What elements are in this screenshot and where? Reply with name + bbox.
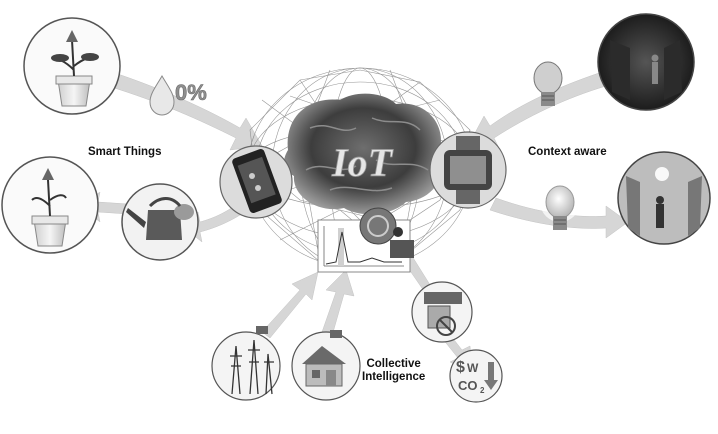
water-level: 0% xyxy=(175,80,207,105)
brain-image xyxy=(284,93,443,215)
healthy-plant-circle xyxy=(23,17,121,115)
smartwatch-circle xyxy=(429,131,507,209)
smartphone-circle xyxy=(219,145,293,219)
appliances-circle xyxy=(411,281,473,343)
watt-symbol: W xyxy=(467,361,479,375)
wilted-plant-circle xyxy=(1,156,99,254)
co2-symbol: CO xyxy=(458,378,478,393)
co2-subscript: 2 xyxy=(480,386,485,395)
smart-things-label: Smart Things xyxy=(88,146,162,158)
collective-intelligence-label: Collective Intelligence xyxy=(362,358,425,384)
analyst-circle xyxy=(359,207,414,258)
down-arrow-icon xyxy=(484,362,498,390)
arrow-tower-up xyxy=(261,271,319,339)
iot-label: IoT xyxy=(331,140,394,185)
power-grid-circle xyxy=(211,326,281,401)
watering-can-circle xyxy=(121,183,199,261)
collective-line-1: Collective xyxy=(366,358,421,370)
bulb-off-icon xyxy=(533,61,563,106)
flow-arrows xyxy=(79,71,629,373)
savings-circle xyxy=(449,349,503,403)
water-drop-icon xyxy=(149,75,175,116)
dollar-symbol: $ xyxy=(456,359,465,376)
smart-home-circle xyxy=(291,330,361,401)
arrow-house-up xyxy=(321,269,355,337)
collective-line-2: Intelligence xyxy=(362,371,426,383)
bulb-on-icon xyxy=(540,182,580,230)
dark-room-circle xyxy=(597,13,695,111)
lit-room-circle xyxy=(617,151,711,245)
context-aware-label: Context aware xyxy=(528,146,607,158)
